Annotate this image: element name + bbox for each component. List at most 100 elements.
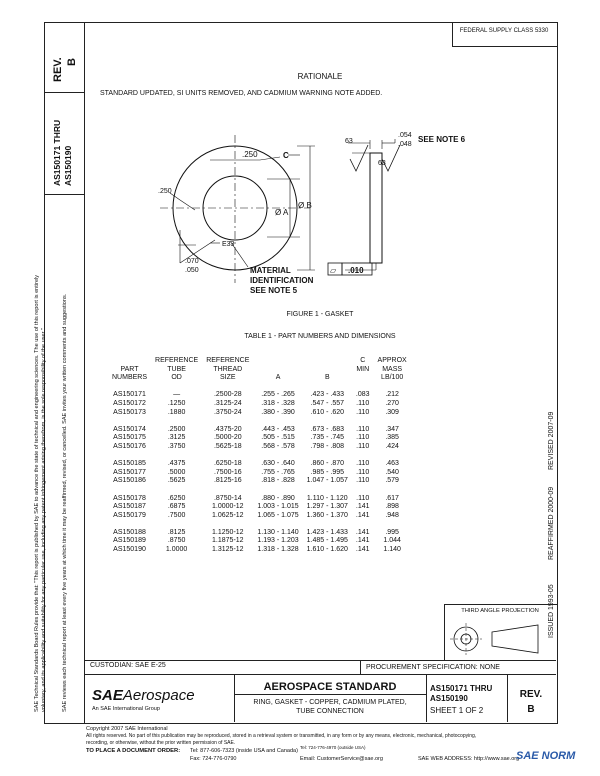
table-cell: AS150179 (113, 511, 146, 519)
table-cell: .380 - .390 (261, 408, 295, 416)
table-cell: .6875 (167, 503, 186, 511)
table-cell: .568 - .578 (261, 442, 295, 450)
finish-63-a: 63 (345, 138, 353, 145)
web-address[interactable]: SAE WEB ADDRESS: http://www.sae.org (418, 756, 520, 762)
table-cell: .8125-16 (213, 477, 242, 485)
table-cell: 1.047 - 1.057 (306, 477, 348, 485)
material-note-1: MATERIAL (250, 266, 291, 275)
rights-2: recording, or otherwise, without the pri… (86, 740, 236, 746)
side-rev-value: B (66, 58, 78, 66)
subtitle-2: TUBE CONNECTION (296, 708, 364, 715)
table-cell: 1.297 - 1.307 (306, 503, 348, 511)
rationale-title: RATIONALE (297, 72, 343, 81)
dim-diam-a: Ø A (275, 208, 289, 217)
table-cell: .630 - .640 (261, 460, 295, 468)
fsc-text: FEDERAL SUPPLY CLASS 5330 (459, 28, 549, 34)
table-cell: .3750-24 (213, 408, 242, 416)
rationale-text: STANDARD UPDATED, SI UNITS REMOVED, AND … (100, 90, 383, 97)
table-cell: .818 - .828 (261, 477, 295, 485)
table-cell: .110 (356, 494, 370, 502)
table-header-cell: REFERENCE (206, 357, 250, 364)
table-cell: 1.140 (383, 546, 401, 554)
table-cell: .2500 (167, 425, 186, 433)
table-cell: .255 - .265 (261, 391, 295, 399)
table-cell: .083 (355, 391, 370, 399)
table-cell: AS150190 (113, 546, 146, 554)
table-cell: 1.110 - 1.120 (306, 494, 348, 502)
copyright: Copyright 2007 SAE International (86, 726, 168, 732)
table-cell: AS150185 (113, 460, 146, 468)
table-cell: .610 - .620 (310, 408, 345, 416)
table-group-gap (108, 452, 411, 461)
table-cell: .4375-20 (213, 425, 242, 433)
table-cell: .8750 (167, 537, 186, 545)
table-cell: 1.0000-12 (212, 503, 244, 511)
table-cell: 1.610 - 1.620 (306, 546, 348, 554)
dim-e33: E33 (222, 241, 235, 248)
procurement-box (360, 660, 557, 674)
docnum-box (426, 674, 508, 722)
table-cell: AS150188 (113, 528, 146, 536)
dim-054: .054 (398, 132, 412, 139)
projection-symbol (450, 623, 539, 655)
table-cell: .860 - .870 (310, 460, 345, 468)
table-cell: 1.360 - 1.370 (306, 511, 348, 519)
order-label: TO PLACE A DOCUMENT ORDER: (86, 748, 181, 754)
material-note-3: SEE NOTE 5 (250, 286, 298, 295)
table-row: AS150175.3125.5000-20.505 - .515.735 - .… (108, 434, 411, 443)
table-cell: AS150177 (113, 468, 146, 476)
drawing-frame (84, 22, 558, 724)
tel: Tel: 877-606-7323 (inside USA and Canada… (190, 748, 298, 754)
table-cell: .798 - .808 (310, 442, 345, 450)
table-header-cell (253, 357, 302, 366)
logo-aerospace-text: Aerospace (122, 687, 195, 704)
table-cell: 1.318 - 1.328 (257, 546, 299, 554)
procurement: PROCUREMENT SPECIFICATION: NONE (366, 664, 500, 671)
flatness-value: .010 (348, 266, 364, 275)
table-cell: .318 - .328 (261, 399, 295, 407)
table-cell: .995 (385, 528, 399, 536)
table-cell: 1.065 - 1.075 (257, 511, 299, 519)
table-cell: .5000-20 (213, 434, 242, 442)
table-cell: .617 (385, 494, 399, 502)
table-cell: AS150173 (113, 408, 146, 416)
table-cell: .110 (356, 434, 370, 442)
titleblock-row (84, 674, 556, 723)
finish-63-b: 63 (378, 160, 386, 167)
table-cell: .3125 (167, 434, 186, 442)
side-rev-box (44, 22, 84, 93)
table-row: AS150176.3750.5625-18.568 - .578.798 - .… (108, 443, 411, 452)
table-row: AS150171—.2500-28.255 - .265.423 - .433.… (108, 391, 411, 400)
table-header-cell (352, 374, 374, 383)
table-cell: .8125 (167, 528, 186, 536)
table-cell: .141 (355, 503, 370, 511)
table-cell: .579 (385, 477, 399, 485)
see-note-6: SEE NOTE 6 (418, 135, 466, 144)
dim-050: .050 (185, 267, 199, 274)
fsc-box (452, 22, 557, 47)
subtitle-1: RING, GASKET - COPPER, CADMIUM PLATED, (253, 699, 407, 706)
table-cell: AS150175 (113, 434, 146, 442)
table-cell: .141 (355, 537, 370, 545)
table-cell: .5625 (167, 477, 186, 485)
table-header-cell: A (275, 374, 281, 382)
table-cell: AS150172 (113, 399, 146, 407)
table-header-cell: B (324, 374, 330, 382)
table-cell: .735 - .745 (310, 434, 345, 442)
table-cell: .4375 (167, 460, 186, 468)
table-cell: .6250 (167, 494, 186, 502)
table-cell: .212 (385, 391, 399, 399)
table-cell: .141 (355, 528, 370, 536)
table-cell: .110 (356, 408, 370, 416)
table-cell: AS150187 (113, 503, 146, 511)
table-cell: .547 - .557 (310, 399, 345, 407)
left-note-2: voluntary, and its applicability and sui… (41, 328, 47, 712)
table-cell: .673 - .683 (310, 425, 345, 433)
table-header-cell (303, 366, 352, 375)
table-cell: 1.485 - 1.495 (306, 537, 348, 545)
table-cell: AS150171 (113, 391, 146, 399)
dim-048: .048 (398, 141, 412, 148)
